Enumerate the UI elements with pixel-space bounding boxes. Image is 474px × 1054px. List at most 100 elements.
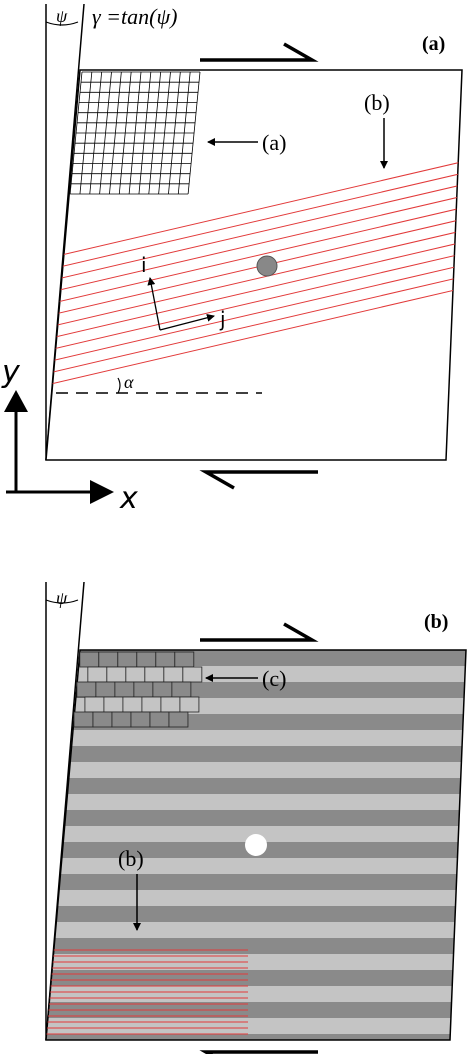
- stripe-band: [46, 890, 466, 906]
- panel-a: ψ γ =tan(ψ) (a) (a) (b) i j α: [1, 3, 463, 516]
- shear-arrow-bottom-b: [199, 1050, 318, 1054]
- grid-label: (a): [262, 130, 286, 155]
- panel-a-label: (a): [422, 33, 445, 55]
- brick: [95, 681, 116, 698]
- stripe-band: [46, 970, 466, 986]
- stripe-band: [46, 986, 466, 1002]
- stripe-band: [46, 1002, 466, 1018]
- stripe-band: [46, 874, 466, 890]
- alpha-label: α: [124, 372, 134, 392]
- brick: [163, 666, 184, 683]
- grid-line-v: [89, 71, 103, 195]
- grid-line-v: [128, 71, 142, 195]
- brick: [125, 666, 146, 683]
- grid-line-v: [118, 71, 132, 195]
- brick: [73, 711, 94, 728]
- shear-arrow-bottom: [199, 470, 318, 490]
- brick: [87, 666, 108, 683]
- brick: [117, 651, 138, 668]
- local-axes: i j: [141, 253, 226, 331]
- sheared-domain-b-outline: [45, 649, 467, 1041]
- gamma-equation: γ =tan(ψ): [92, 4, 177, 29]
- brick: [76, 681, 97, 698]
- red-line: [46, 171, 462, 272]
- red-line: [46, 274, 462, 376]
- red-line-block-b: [46, 949, 248, 1035]
- brick: [171, 681, 192, 698]
- stripe-band: [46, 858, 466, 874]
- stripe-band: [46, 762, 466, 778]
- brick: [179, 696, 200, 713]
- panel-b: ψ (b) (c) (b): [45, 581, 467, 1054]
- grid-line-v: [177, 71, 191, 195]
- brick: [106, 666, 127, 683]
- global-axes: y x: [1, 355, 138, 516]
- red-line: [46, 263, 462, 364]
- alpha-arc: [117, 377, 121, 394]
- psi-arc-b: [45, 599, 79, 604]
- stripe-band: [46, 906, 466, 922]
- red-line-bundle: [46, 159, 462, 387]
- brick: [114, 681, 135, 698]
- red-line: [46, 217, 462, 318]
- stripe-band: [46, 1034, 466, 1040]
- grid-line-v: [99, 71, 112, 195]
- stripe-band: [46, 922, 466, 938]
- y-axis-label: y: [1, 355, 21, 390]
- red-line: [46, 194, 462, 295]
- grid-line-v: [148, 71, 162, 195]
- panel-b-label: (b): [424, 611, 448, 633]
- lines-label: (b): [364, 90, 390, 115]
- red-line: [46, 286, 462, 387]
- x-axis-label: x: [119, 481, 138, 516]
- sheared-domain-a: [45, 69, 463, 461]
- stripe-band: [46, 730, 466, 746]
- brick: [182, 666, 203, 683]
- psi-label-b: ψ: [56, 588, 68, 608]
- brick: [152, 681, 173, 698]
- brick: [103, 696, 124, 713]
- red-line: [46, 251, 462, 353]
- grid-line-v: [187, 71, 201, 195]
- brick: [144, 666, 165, 683]
- stripe-band: [46, 778, 466, 794]
- brick: [136, 651, 157, 668]
- lines-label-b: (b): [118, 846, 144, 871]
- brick: [149, 711, 170, 728]
- stripe-band: [46, 1018, 466, 1034]
- psi-arc: [45, 21, 79, 26]
- shear-arrow-top: [200, 42, 319, 62]
- grid-line-v: [79, 71, 93, 195]
- grid-line-v: [109, 71, 122, 195]
- red-line: [46, 228, 462, 330]
- red-line: [46, 240, 462, 341]
- tracer-circle-b: [245, 834, 267, 856]
- stripe-band: [46, 938, 466, 954]
- red-line: [46, 205, 462, 307]
- stripe-band: [46, 810, 466, 826]
- brick: [111, 711, 132, 728]
- brick: [79, 651, 100, 668]
- brick: [98, 651, 119, 668]
- brick-block: [73, 651, 203, 728]
- brick: [155, 651, 176, 668]
- brick: [168, 711, 189, 728]
- fine-grid: [69, 71, 201, 195]
- tracer-circle-a: [256, 255, 278, 277]
- stripe-band: [46, 794, 466, 810]
- brick: [130, 711, 151, 728]
- brick: [122, 696, 143, 713]
- stripe-band: [46, 954, 466, 970]
- red-line: [46, 159, 462, 261]
- axis-j-label: j: [219, 307, 226, 331]
- grid-line-v: [168, 71, 181, 195]
- bricks-label: (c): [262, 666, 286, 691]
- grid-line-v: [158, 71, 171, 195]
- brick: [133, 681, 154, 698]
- psi-label: ψ: [56, 6, 68, 26]
- shear-arrow-top-b: [200, 622, 319, 642]
- stripe-band: [46, 746, 466, 762]
- brick: [174, 651, 195, 668]
- red-line: [46, 182, 462, 284]
